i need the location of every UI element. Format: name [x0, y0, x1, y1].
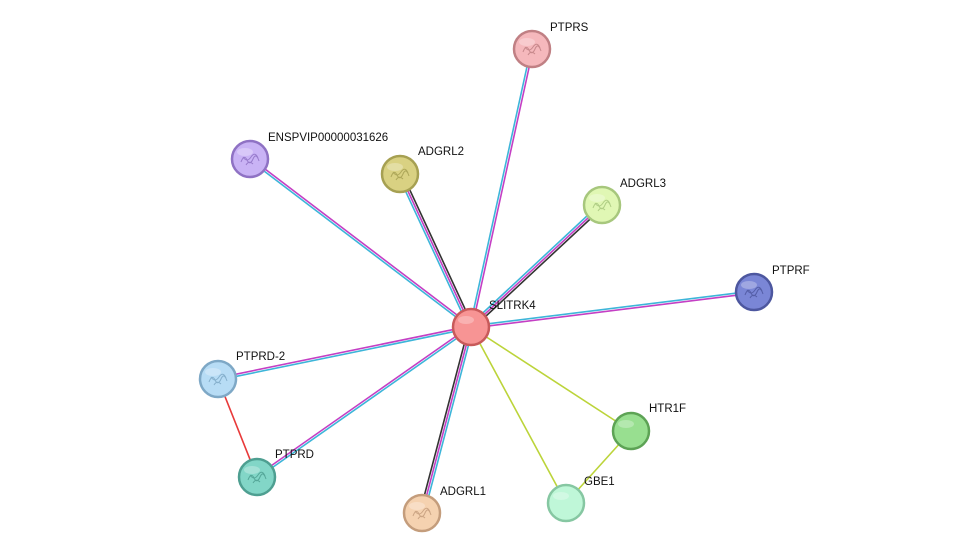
edge-line [401, 172, 474, 327]
node-ptprs[interactable]: PTPRS [512, 22, 589, 69]
edge-line [423, 326, 474, 515]
edge-line [397, 174, 470, 329]
edge-slitrk4-ptprf[interactable] [470, 290, 755, 329]
edge-line [471, 48, 534, 329]
node-label: PTPRF [772, 265, 810, 277]
protein-structure-icon [592, 199, 612, 212]
edge-slitrk4-adgrl2[interactable] [397, 172, 474, 329]
edge-slitrk4-gbe1[interactable] [470, 326, 567, 504]
node-label: ENSPVIP00000031626 [268, 132, 388, 144]
edge-line [468, 202, 602, 327]
node-gbe1[interactable]: GBE1 [546, 476, 615, 523]
edge-line [470, 292, 755, 329]
edge-line [248, 159, 472, 329]
edge-line [249, 157, 473, 327]
node-adgrl3[interactable]: ADGRL3 [582, 178, 666, 225]
node-highlight [409, 502, 425, 510]
node-highlight [387, 163, 403, 171]
edge-line [470, 204, 603, 328]
node-label: PTPRD [275, 449, 314, 461]
node-circle [546, 483, 586, 523]
node-label: ADGRL1 [440, 486, 486, 498]
edge-slitrk4-ptprd[interactable] [255, 325, 473, 479]
edge-slitrk4-ptprs[interactable] [469, 47, 534, 329]
node-highlight [589, 194, 605, 202]
node-highlight [519, 38, 535, 46]
edge-line [470, 326, 567, 504]
edge-line [256, 327, 473, 479]
node-highlight [237, 148, 253, 156]
node-ptprd-2[interactable]: PTPRD-2 [198, 351, 285, 399]
protein-structure-icon [744, 286, 764, 299]
node-layer: SLITRK4 PTPRS ENSPVIP00000031626ADGRL2ADGR… [198, 22, 810, 533]
edge-line [470, 326, 632, 432]
node-adgrl1[interactable]: ADGRL1 [402, 486, 486, 533]
node-highlight [244, 466, 260, 474]
edge-line [217, 327, 473, 381]
protein-structure-icon [390, 168, 410, 181]
node-label: SLITRK4 [489, 300, 536, 312]
node-highlight [618, 420, 634, 428]
node-circle [611, 411, 651, 451]
node-highlight [553, 492, 569, 500]
node-ptprd[interactable]: PTPRD [237, 449, 314, 497]
node-label: PTPRS [550, 22, 589, 34]
edge-slitrk4-adgrl1[interactable] [419, 325, 474, 515]
protein-structure-icon [208, 373, 228, 386]
node-slitrk4[interactable]: SLITRK4 [451, 300, 536, 347]
node-htr1f[interactable]: HTR1F [611, 403, 686, 451]
node-circle [451, 307, 491, 347]
edge-line [471, 205, 605, 330]
edge-line [469, 47, 532, 328]
edge-line [399, 173, 472, 328]
edge-slitrk4-adgrl3[interactable] [468, 202, 605, 330]
protein-structure-icon [522, 43, 542, 56]
edge-slitrk4-enspvip00000031626[interactable] [248, 157, 473, 329]
edge-line [255, 325, 472, 477]
node-highlight [741, 281, 757, 289]
edge-line [419, 325, 470, 514]
node-label: PTPRD-2 [236, 351, 285, 363]
edge-line [216, 325, 472, 379]
node-label: ADGRL2 [418, 146, 464, 158]
node-highlight [458, 316, 474, 324]
protein-structure-icon [247, 471, 267, 484]
edge-layer [216, 47, 755, 515]
node-adgrl2[interactable]: ADGRL2 [380, 146, 464, 194]
protein-structure-icon [412, 507, 432, 520]
edge-line [470, 290, 755, 327]
node-highlight [205, 368, 221, 376]
node-enspvip00000031626[interactable]: ENSPVIP00000031626 [230, 132, 388, 179]
node-ptprf[interactable]: PTPRF [734, 265, 810, 312]
edge-line [421, 326, 472, 514]
node-label: ADGRL3 [620, 178, 666, 190]
edge-slitrk4-htr1f[interactable] [470, 326, 632, 432]
node-label: HTR1F [649, 403, 686, 415]
protein-structure-icon [240, 153, 260, 166]
edge-slitrk4-ptprd-2[interactable] [216, 325, 473, 381]
node-label: GBE1 [584, 476, 615, 488]
